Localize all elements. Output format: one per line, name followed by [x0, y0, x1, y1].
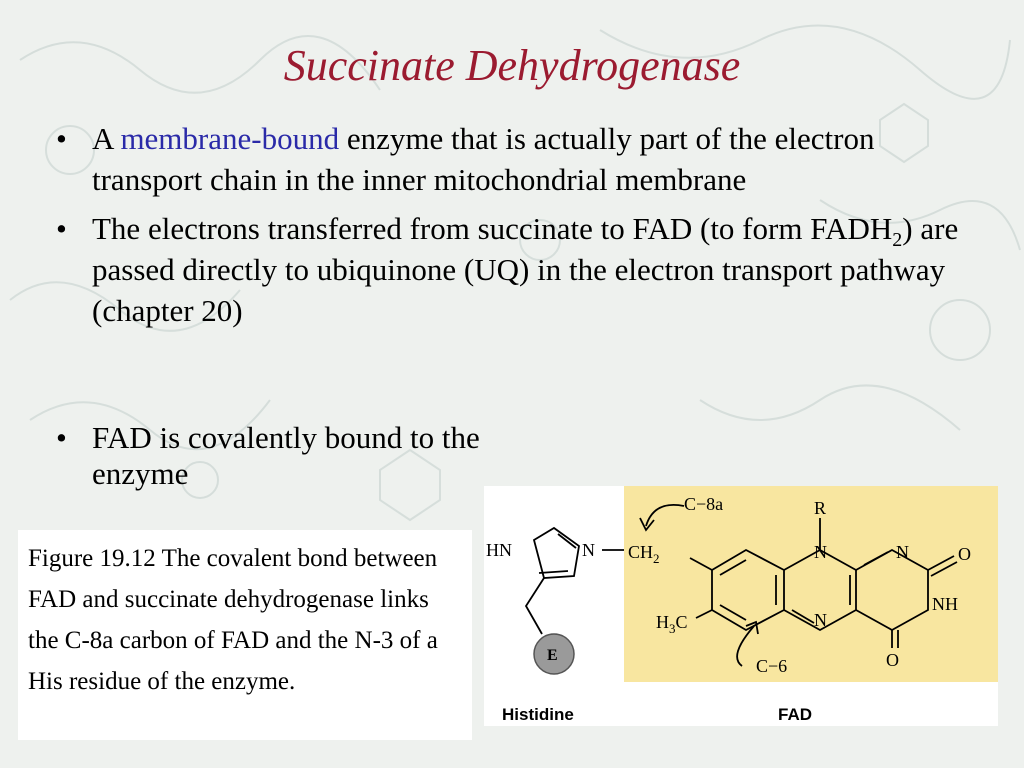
bullet-text: FAD is covalently bound to the enzyme — [92, 420, 480, 491]
bullet-text-post: ) are passed directly to ubiquinone (UQ)… — [92, 211, 959, 328]
label-ch2: CH2 — [628, 542, 660, 566]
label-c6: C−6 — [756, 656, 787, 676]
label-c8a: C−8a — [684, 494, 723, 514]
bullet-text-post: enzyme that is actually part of the elec… — [92, 121, 875, 197]
label-nh: NH — [932, 594, 958, 614]
structure-bonds — [524, 504, 958, 667]
label-n-bottom: N — [814, 610, 827, 630]
label-o-bottom: O — [886, 650, 899, 670]
structure-labels: C−8a R HN N CH2 N N O NH H3C N O C−6 E H… — [486, 494, 971, 724]
bullet-symbol: • — [56, 211, 67, 246]
label-e: E — [547, 647, 558, 664]
enzyme-ball — [533, 633, 575, 675]
slide-title: Succinate Dehydrogenase — [283, 41, 741, 90]
bullet-list: • A membrane-bound enzyme that is actual… — [56, 118, 986, 339]
label-h3c: H3C — [656, 612, 688, 636]
fad-highlight-region — [624, 486, 998, 682]
label-n-ring: N — [896, 542, 909, 562]
bullet-symbol: • — [56, 121, 67, 156]
label-histidine: Histidine — [502, 705, 574, 724]
bullet-item: • A membrane-bound enzyme that is actual… — [56, 118, 986, 200]
fad-histidine-structure: C−8a R HN N CH2 N N O NH H3C N O C−6 E H… — [486, 494, 971, 724]
label-r: R — [814, 498, 826, 518]
label-n-top: N — [814, 542, 827, 562]
highlight-term: membrane-bound — [120, 121, 340, 156]
bullet-item-fad: • FAD is covalently bound to the enzyme — [56, 420, 506, 492]
bullet-text-pre: The electrons transferred from succinate… — [92, 211, 893, 246]
label-fad: FAD — [778, 705, 812, 724]
label-o-top: O — [958, 544, 971, 564]
figure-caption: Figure 19.12 The covalent bond between F… — [18, 530, 472, 740]
subscript: 2 — [892, 229, 903, 252]
label-hn: HN — [486, 540, 512, 560]
bullet-symbol: • — [56, 420, 67, 455]
label-n1: N — [582, 540, 595, 560]
bullet-item: • The electrons transferred from succina… — [56, 208, 986, 331]
bullet-text-pre: A — [92, 121, 121, 156]
